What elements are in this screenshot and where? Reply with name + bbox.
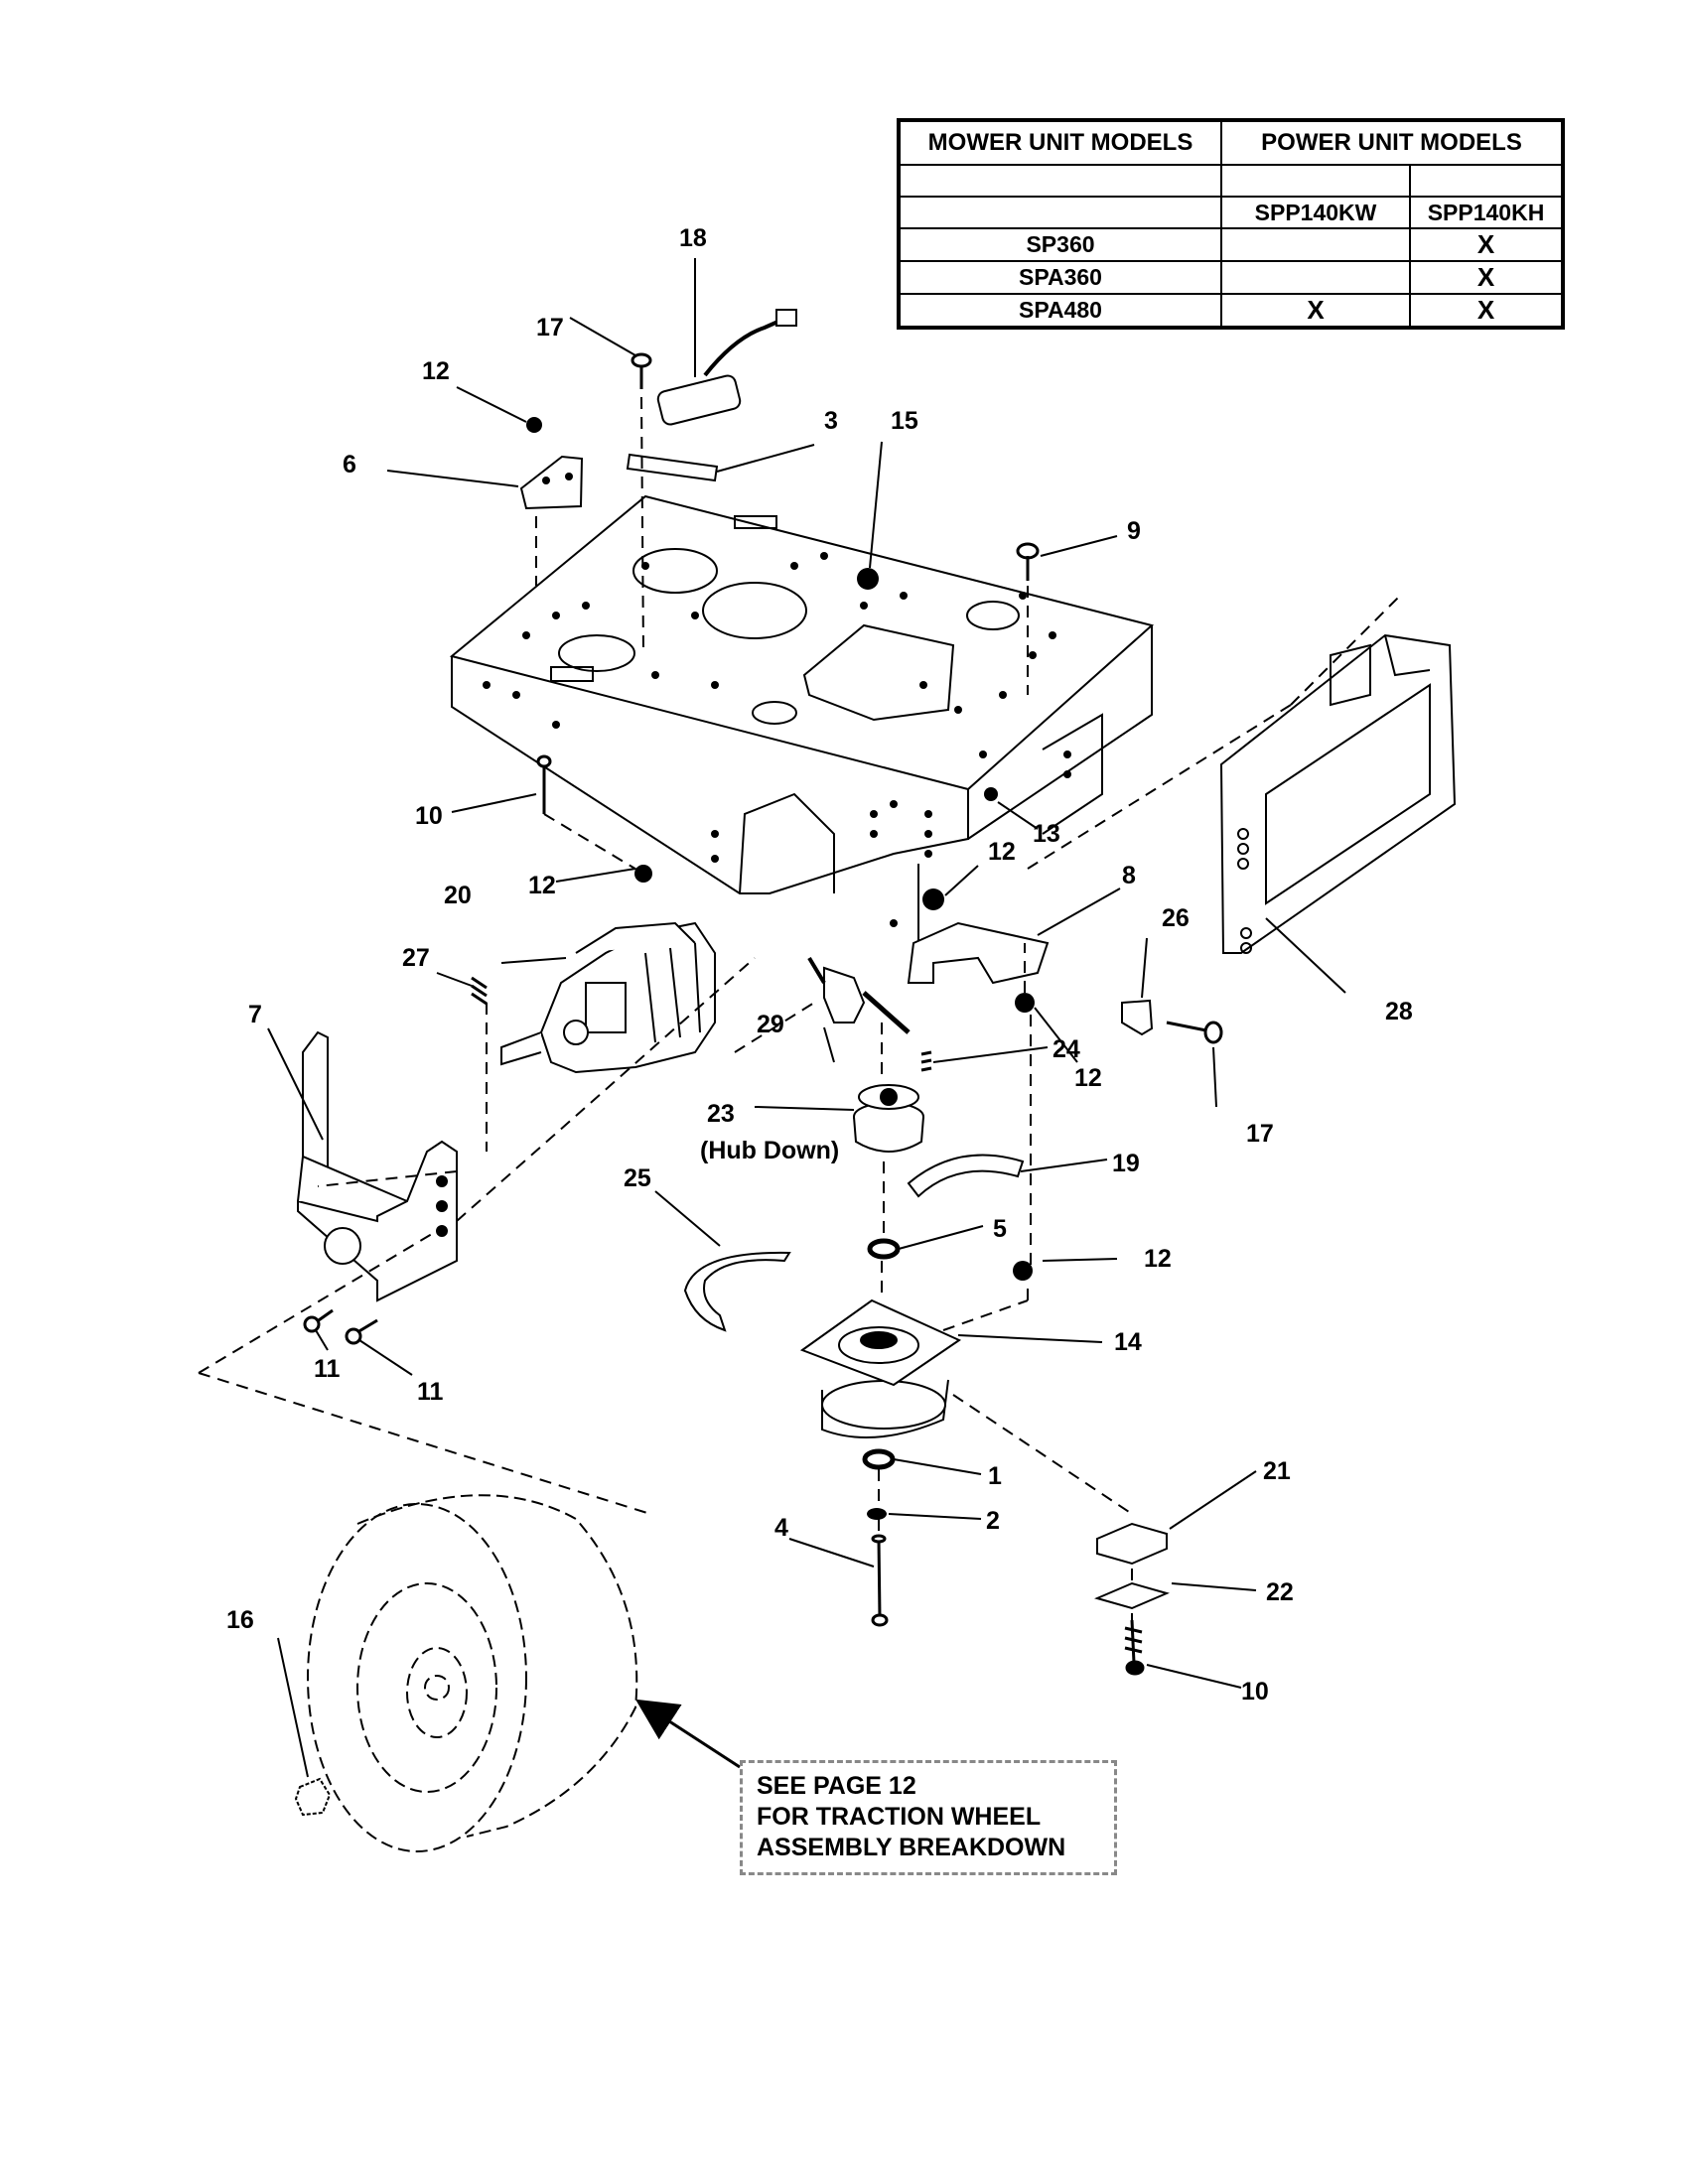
callout-22: 22 [1266, 1578, 1294, 1606]
callout-23: 23 [707, 1100, 735, 1128]
see-page-note: SEE PAGE 12 FOR TRACTION WHEEL ASSEMBLY … [740, 1760, 1117, 1875]
callout-2: 2 [986, 1507, 1000, 1535]
callout-4: 4 [774, 1514, 788, 1542]
callout-12: 12 [422, 357, 450, 385]
spacer-part [862, 1448, 896, 1470]
see-page-arrow [634, 1699, 741, 1769]
callout-1: 1 [988, 1462, 1002, 1490]
callout-20: 20 [444, 882, 472, 909]
callout-11: 11 [417, 1378, 444, 1406]
main-frame [449, 494, 1155, 954]
lug-nut-part [294, 1777, 332, 1817]
callout-24: 24 [1052, 1035, 1080, 1063]
callout-25: 25 [624, 1164, 651, 1192]
washer-part [867, 1238, 901, 1260]
bracket-left [297, 1030, 458, 1302]
mark-cell: X [1220, 293, 1411, 329]
callout-11: 11 [314, 1355, 341, 1383]
callout-28: 28 [1385, 998, 1413, 1025]
col-header-a: SPP140KW [1220, 196, 1411, 229]
model-compatibility-table: MOWER UNIT MODELS POWER UNIT MODELS SPP1… [897, 118, 1565, 330]
long-bolt-part [871, 1534, 889, 1627]
mark-cell [1220, 227, 1411, 262]
table-subheader-row: SPP140KW SPP140KH [898, 196, 1564, 229]
callout-16: 16 [226, 1606, 254, 1634]
callout-12: 12 [1144, 1245, 1172, 1273]
mark-cell: X [1409, 260, 1564, 295]
note-line-1: SEE PAGE 12 [757, 1772, 916, 1800]
callout-29: 29 [757, 1011, 784, 1038]
mower-models-header: MOWER UNIT MODELS [898, 119, 1222, 166]
callout-23-note: (Hub Down) [700, 1137, 839, 1164]
model-cell: SPA360 [898, 260, 1222, 295]
table-row: SPA480 X X [898, 293, 1564, 329]
callout-10: 10 [1241, 1678, 1269, 1706]
model-cell: SPA480 [898, 293, 1222, 329]
callout-12: 12 [988, 838, 1016, 866]
spring-part [471, 976, 488, 1006]
callout-8: 8 [1122, 862, 1136, 889]
callout-9: 9 [1127, 517, 1141, 545]
callout-17: 17 [536, 314, 564, 341]
assembly-lines [198, 396, 1401, 1620]
callout-15: 15 [891, 407, 918, 435]
belt-guard-part-2 [683, 1251, 791, 1332]
plug-part [857, 568, 879, 590]
note-line-3: ASSEMBLY BREAKDOWN [757, 1834, 1066, 1861]
spacer-block-part [1096, 1522, 1168, 1566]
callout-12: 12 [528, 872, 556, 899]
callout-17: 17 [1246, 1120, 1274, 1148]
guard-part [1219, 633, 1457, 954]
bolt-part [536, 352, 1040, 814]
note-line-2: FOR TRACTION WHEEL [757, 1803, 1042, 1831]
plate-part [907, 921, 1050, 985]
callout-14: 14 [1114, 1328, 1142, 1356]
shim-part [1094, 1581, 1170, 1610]
table-header-row: MOWER UNIT MODELS POWER UNIT MODELS [898, 119, 1564, 166]
screw-part-2 [1124, 1619, 1145, 1676]
mark-cell: X [1409, 227, 1564, 262]
callout-19: 19 [1112, 1150, 1140, 1177]
callout-3: 3 [824, 407, 838, 435]
callout-5: 5 [993, 1215, 1007, 1243]
traction-wheel [307, 1494, 638, 1852]
spring-part-2 [920, 1050, 932, 1072]
table-row: SPA360 X [898, 260, 1564, 295]
callout-27: 27 [402, 944, 430, 972]
col-header-b: SPP140KH [1409, 196, 1564, 229]
lever-part [807, 956, 911, 1034]
callout-12: 12 [1074, 1064, 1102, 1092]
clutch-part [799, 1298, 962, 1438]
clip-part [1121, 999, 1154, 1036]
belt-guard-part [907, 1154, 1025, 1198]
callout-10: 10 [415, 802, 443, 830]
bracket-part [519, 455, 584, 510]
callout-labels: 18 17 12 3 15 6 9 10 13 12 12 8 20 26 27… [226, 224, 1413, 1706]
lock-washer-part [867, 1508, 887, 1520]
callout-26: 26 [1162, 904, 1190, 932]
bolts-part [303, 1308, 378, 1345]
callout-6: 6 [343, 451, 356, 478]
pulley-part [853, 1084, 924, 1153]
pump-part [500, 921, 716, 1074]
callout-21: 21 [1263, 1457, 1291, 1485]
table-spacer-row [898, 164, 1564, 198]
callout-13: 13 [1033, 820, 1060, 848]
screw-part [1166, 1021, 1223, 1044]
mark-cell [1220, 260, 1411, 295]
connector-part [626, 309, 797, 482]
callout-18: 18 [679, 224, 707, 252]
mark-cell: X [1409, 293, 1564, 329]
callout-7: 7 [248, 1001, 262, 1028]
table-row: SP360 X [898, 227, 1564, 262]
power-models-header: POWER UNIT MODELS [1220, 119, 1564, 166]
model-cell: SP360 [898, 227, 1222, 262]
leader-lines [267, 258, 1346, 1778]
